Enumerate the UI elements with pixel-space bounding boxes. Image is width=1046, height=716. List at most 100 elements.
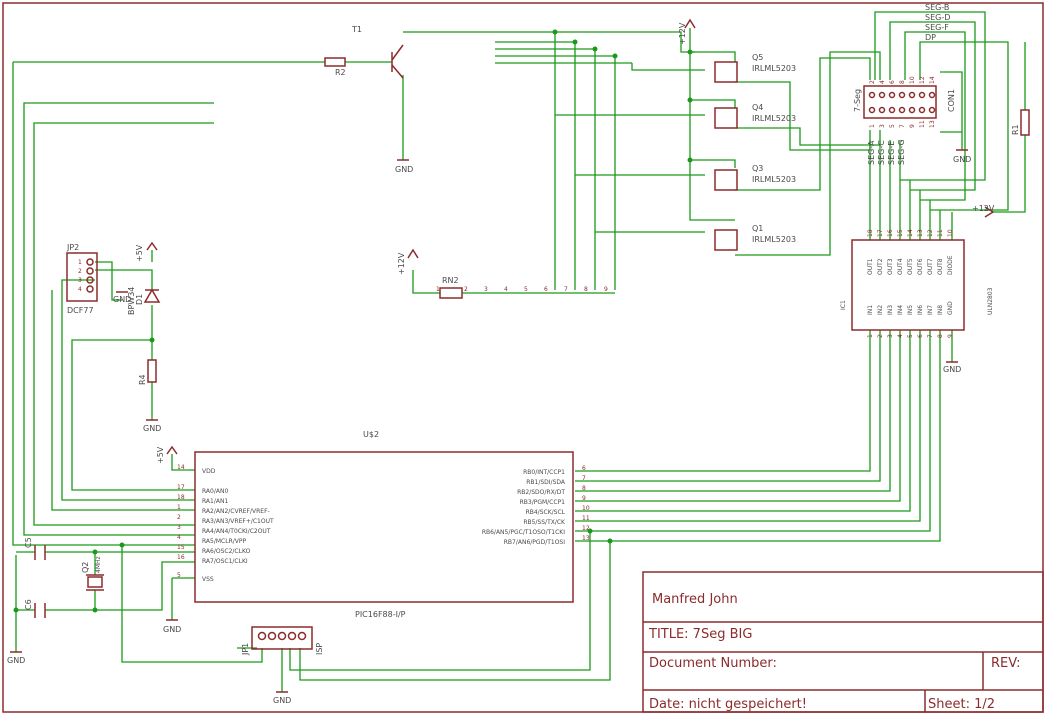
uln-in-label: IN4 — [897, 305, 904, 315]
con1-pin — [928, 91, 936, 99]
svg-text:GND: GND — [395, 165, 413, 174]
uln-in-pin: 3 — [887, 334, 894, 338]
svg-text:IRLML5203: IRLML5203 — [752, 175, 796, 184]
uln-out-pin: 12 — [927, 229, 934, 237]
svg-text:+5V: +5V — [156, 446, 165, 464]
uln-in-label: IN2 — [877, 305, 884, 315]
pic-left-pin-name: RA6/OSC2/CLKO — [202, 548, 251, 555]
crystal-q2: Q2 4MHz — [81, 556, 104, 591]
t1-label: T1 — [351, 25, 362, 34]
pic-right-pin-name: RB0/INT/CCP1 — [523, 469, 565, 476]
pic-right-pin-name: RB7/AN6/PGD/T1OSI — [504, 539, 565, 546]
uln-out-label: OUT5 — [907, 258, 914, 275]
pic-right-pin-number: 7 — [582, 475, 586, 482]
svg-text:Q2: Q2 — [81, 562, 90, 573]
pic-left-pin-number: 5 — [177, 572, 181, 579]
resistor-r4: R4 — [138, 359, 157, 385]
svg-text:ULN2803: ULN2803 — [987, 287, 994, 315]
svg-text:SEG-B: SEG-B — [925, 3, 949, 12]
svg-text:+12V: +12V — [678, 22, 687, 45]
con1-pin — [888, 91, 896, 99]
svg-text:3: 3 — [78, 277, 82, 284]
uln-in-label: IN8 — [937, 305, 944, 315]
uln-out-label: OUT1 — [867, 258, 874, 275]
pic-right-pin-number: 10 — [582, 505, 590, 512]
svg-text:10: 10 — [909, 76, 916, 84]
pic-left-pin-name: RA4/AN4/T0CKI/C2OUT — [202, 528, 271, 535]
svg-text:+12V: +12V — [972, 204, 995, 213]
pic-right-pin-number: 13 — [582, 535, 590, 542]
con1-pin — [898, 91, 906, 99]
con1-pin — [918, 91, 926, 99]
gnd-symbol-crystal: GND — [7, 651, 25, 665]
con1-pin — [908, 91, 916, 99]
svg-text:4MHz: 4MHz — [95, 556, 102, 573]
svg-text:R4: R4 — [138, 374, 147, 385]
uln-in-label: IN3 — [887, 305, 894, 315]
svg-text:IRLML5203: IRLML5203 — [752, 235, 796, 244]
pic-left-pin-number: 18 — [177, 494, 185, 501]
svg-text:2: 2 — [78, 268, 82, 275]
svg-text:GND: GND — [943, 365, 961, 374]
sheet-label: Sheet: 1/2 — [928, 697, 995, 712]
svg-text:8: 8 — [584, 286, 588, 293]
pic-left-pin-number: 3 — [177, 524, 181, 531]
supply-5v-pic: +5V — [156, 445, 178, 464]
con1-pin — [868, 106, 876, 114]
uln-in-pin: 1 — [867, 334, 874, 338]
svg-text:DCF77: DCF77 — [67, 306, 94, 315]
svg-text:7: 7 — [564, 286, 568, 293]
svg-text:9: 9 — [604, 286, 608, 293]
document-number-label: Document Number: — [649, 656, 777, 671]
uln-in-pin: 2 — [877, 334, 884, 338]
uln-out-label: DIODE — [947, 255, 954, 275]
pic-left-pin-name: RA3/AN3/VREF+/C1OUT — [202, 518, 274, 525]
uln-out-pin: 16 — [887, 229, 894, 237]
con1-pin — [878, 91, 886, 99]
svg-text:Q1: Q1 — [752, 224, 763, 233]
con1-pin — [918, 106, 926, 114]
pic-left-pin-name: RA1/AN1 — [202, 498, 228, 505]
r2-label: R2 — [335, 68, 346, 77]
title-block: Manfred John TITLE: 7Seg BIG Document Nu… — [642, 571, 1044, 713]
uln-in-label: IN1 — [867, 305, 874, 315]
svg-text:1: 1 — [78, 259, 82, 266]
svg-text:IC1: IC1 — [840, 300, 847, 310]
gnd-symbol-uln: GND — [943, 361, 961, 374]
uln-in-pin: 6 — [917, 334, 924, 338]
wires — [12, 11, 1026, 692]
capacitor-c5: C5 — [24, 537, 46, 560]
con1-pin — [928, 106, 936, 114]
pic-refdes: U$2 — [363, 430, 379, 439]
svg-text:GND: GND — [113, 295, 131, 304]
pic-left-pin-name: RA0/AN0 — [202, 488, 228, 495]
svg-text:5: 5 — [889, 124, 896, 128]
svg-text:IRLML5203: IRLML5203 — [752, 64, 796, 73]
svg-text:C6: C6 — [24, 599, 33, 610]
svg-text:DP: DP — [925, 33, 936, 42]
svg-text:IRLML5203: IRLML5203 — [752, 114, 796, 123]
ic-uln2803: IC1 ULN2803 OUT118OUT217OUT316OUT415OUT5… — [840, 229, 994, 338]
gnd-symbol-jp2: GND — [113, 291, 131, 304]
pic-right-pin-number: 11 — [582, 515, 590, 522]
seg-net-labels: SEG-B SEG-D SEG-F DP SEG-A SEG-C SEG-E S… — [867, 3, 950, 165]
uln-in-pin: 4 — [897, 334, 904, 338]
supply-12v-rn2: +12V — [397, 248, 419, 275]
svg-text:GND: GND — [273, 696, 291, 705]
pic-left-pin-name: VDD — [202, 468, 216, 475]
svg-text:C5: C5 — [24, 537, 33, 548]
svg-text:GND: GND — [953, 155, 971, 164]
svg-text:2: 2 — [869, 80, 876, 84]
revision-label: REV: — [991, 656, 1020, 671]
pic-left-pin-number: 2 — [177, 514, 181, 521]
svg-text:GND: GND — [143, 424, 161, 433]
pic-left-pin-number: 16 — [177, 554, 185, 561]
pic-right-pin-number: 12 — [582, 525, 590, 532]
svg-text:CON1: CON1 — [947, 89, 956, 112]
svg-text:14: 14 — [929, 76, 936, 84]
mosfet-q1: Q1 IRLML5203 — [714, 224, 796, 251]
svg-text:7: 7 — [899, 124, 906, 128]
svg-text:Q4: Q4 — [752, 103, 763, 112]
